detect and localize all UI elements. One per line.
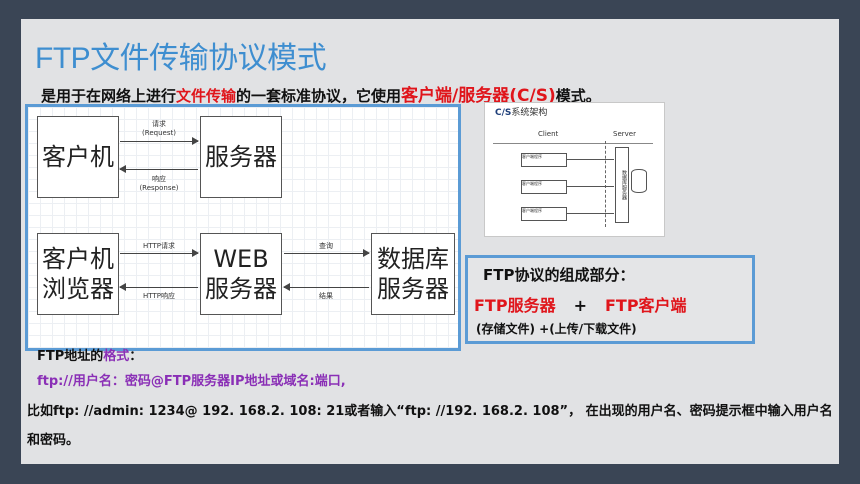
browser-box: 客户机浏览器 <box>37 233 119 315</box>
composition-parts: FTP服务器 + FTP客户端 <box>474 292 687 316</box>
cs-header-line <box>493 143 653 144</box>
cs-server-box: 数据库服务器 <box>615 147 629 223</box>
intro-highlight-file-transfer: 文件传输 <box>176 87 237 105</box>
page-title: FTP文件传输协议模式 <box>35 42 327 75</box>
format-label-text: FTP地址的 <box>37 349 104 364</box>
cs-architecture-figure: C/S系统架构 Client Server 客户端程序 客户端程序 客户端程序 … <box>484 102 665 237</box>
cs-figure-title-bold: C/S <box>495 108 512 118</box>
cs-figure-title: C/S系统架构 <box>495 105 547 118</box>
cs-client-label: Client <box>538 130 559 138</box>
intro-after: 模式。 <box>555 87 601 105</box>
composition-plus: + <box>573 296 587 315</box>
response-label: 响应(Response) <box>128 175 190 193</box>
cs-figure-title-rest: 系统架构 <box>511 108 548 118</box>
http-request-arrow <box>120 249 199 257</box>
request-arrow <box>120 137 199 145</box>
intro-highlight-cs: 客户端/服务器(C/S) <box>401 86 556 106</box>
composition-heading: FTP协议的组成部分： <box>483 266 635 284</box>
composition-note: (存储文件) +(上传/下载文件) <box>476 322 637 336</box>
db-server-box: 数据库服务器 <box>371 233 455 315</box>
client-box: 客户机 <box>37 116 119 198</box>
cs-client-program-1: 客户端程序 <box>521 153 567 167</box>
web-server-box-line1: WEB <box>213 245 269 273</box>
response-label-en: (Response) <box>139 184 179 193</box>
cs-link-3 <box>566 213 614 214</box>
composition-server: FTP服务器 <box>474 296 556 315</box>
http-response-arrow <box>119 283 198 291</box>
request-label-en: (Request) <box>142 129 176 138</box>
cs-client-program-2: 客户端程序 <box>521 180 567 194</box>
server-box: 服务器 <box>200 116 282 198</box>
web-server-box-line2: 服务器 <box>205 275 277 303</box>
result-arrow <box>283 283 369 291</box>
cs-link-2 <box>566 186 614 187</box>
example-text: 比如ftp: //admin: 1234@ 192. 168.2. 108: 2… <box>27 404 833 448</box>
intro-text: 是用于在网络上进行文件传输的一套标准协议，它使用客户端/服务器(C/S)模式。 <box>41 81 601 106</box>
format-label-end: ： <box>129 349 143 364</box>
db-server-box-line1: 数据库 <box>377 245 449 273</box>
intro-middle: 的一套标准协议，它使用 <box>236 87 402 105</box>
request-label-cn: 请求 <box>152 120 166 128</box>
query-label: 查询 <box>319 242 333 250</box>
response-label-cn: 响应 <box>152 175 166 183</box>
query-arrow <box>284 249 370 257</box>
request-label: 请求(Request) <box>128 120 190 138</box>
response-arrow <box>119 165 198 173</box>
browser-box-line1: 客户机 <box>42 245 114 273</box>
cs-link-1 <box>566 159 614 160</box>
format-label: FTP地址的格式： <box>37 345 142 364</box>
browser-box-line2: 浏览器 <box>42 275 114 303</box>
db-server-box-line2: 服务器 <box>377 275 449 303</box>
format-label-highlight: 格式 <box>103 349 130 364</box>
composition-client: FTP客户端 <box>604 296 687 315</box>
format-line: ftp://用户名：密码@FTP服务器IP地址或域名:端口, <box>37 374 346 389</box>
ftp-composition-box: FTP协议的组成部分： FTP服务器 + FTP客户端 (存储文件) +(上传/下载… <box>465 255 755 344</box>
database-icon <box>631 169 647 193</box>
slide: FTP文件传输协议模式 是用于在网络上进行文件传输的一套标准协议，它使用客户端/… <box>21 19 839 464</box>
cs-client-program-3: 客户端程序 <box>521 207 567 221</box>
cs-server-label: Server <box>613 130 636 138</box>
cs-divider <box>605 141 606 227</box>
http-response-label: HTTP响应 <box>143 292 175 300</box>
result-label: 结果 <box>319 292 333 300</box>
http-request-label: HTTP请求 <box>143 242 175 250</box>
architecture-diagram: 客户机 服务器 请求(Request) 响应(Response) 客户机浏览器 … <box>25 104 461 351</box>
intro-before: 是用于在网络上进行 <box>41 87 177 105</box>
